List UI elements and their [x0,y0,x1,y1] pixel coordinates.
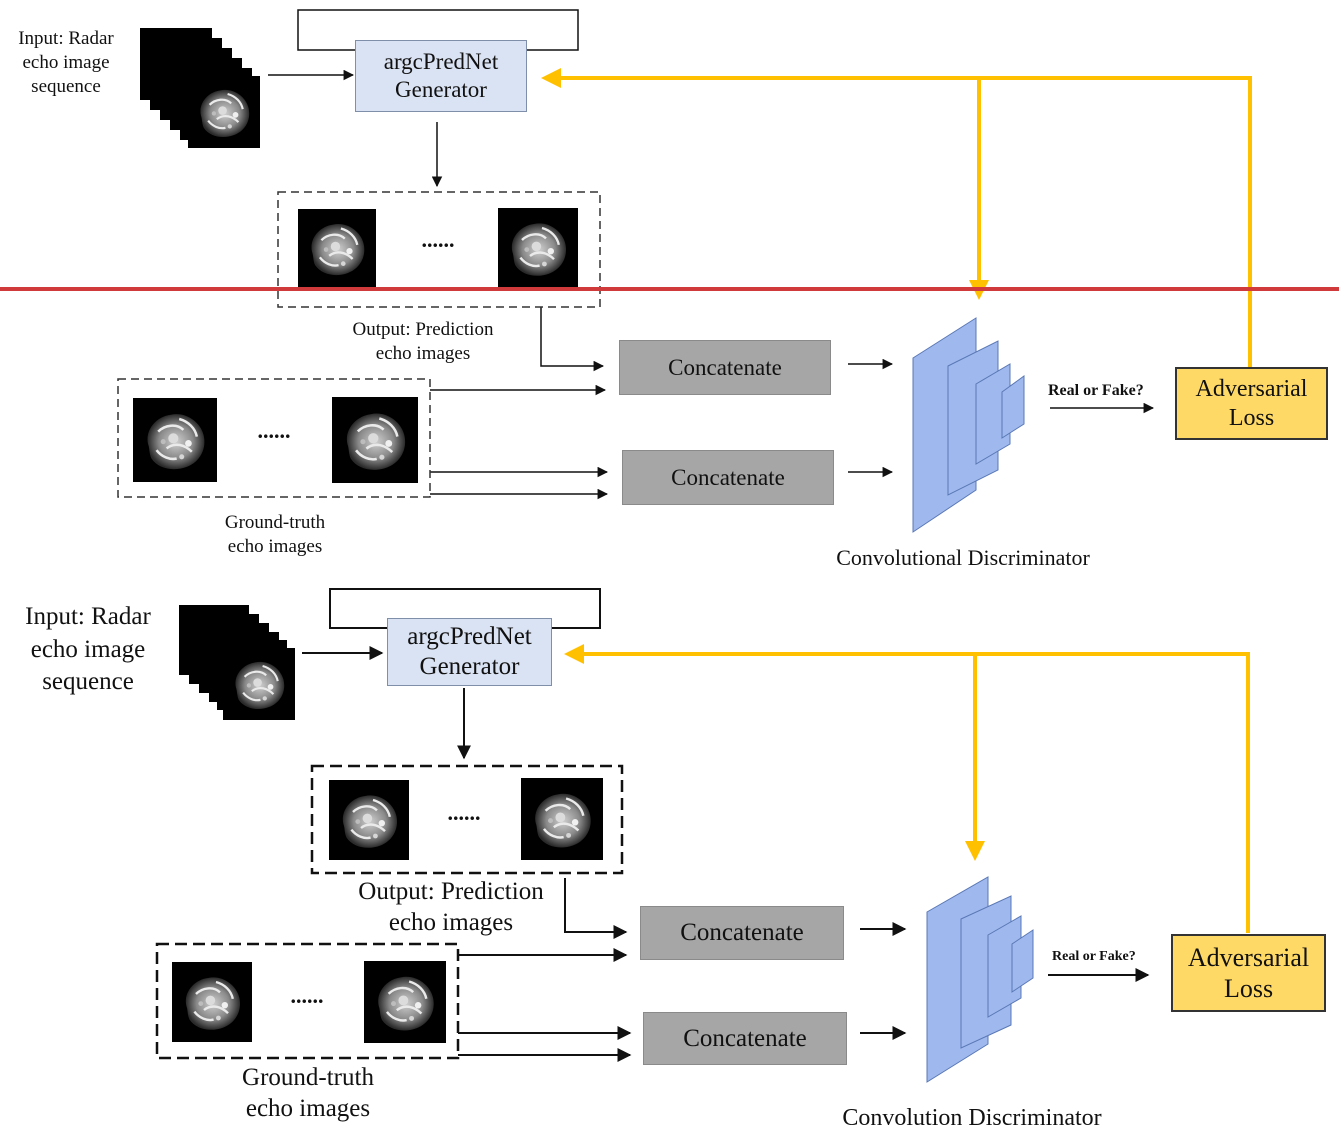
bottom-input-stack [178,605,295,720]
bottom-concatenate-box-1: Concatenate [640,906,844,960]
bottom-adversarial-loss-box: Adversarial Loss [1171,934,1326,1012]
bottom-output-ellipsis: ...... [447,800,481,825]
top-discriminator-label: Convolutional Discriminator [836,545,1090,570]
top-ground-truth-frame [117,378,431,498]
top-ground-truth-label: Ground-truth echo images [224,512,326,557]
top-feedback-path [541,68,1252,370]
bottom-connectors [302,588,1150,1062]
bottom-feedback-path [564,644,1250,933]
bottom-real-or-fake-label: Real or Fake? [1052,949,1136,964]
top-ground-truth-ellipsis: ...... [257,418,291,443]
top-generator-box: argcPredNet Generator [355,40,527,112]
top-output-frame [277,191,601,308]
bottom-discriminator-layers [926,876,1034,1083]
bottom-ground-truth-frame [155,942,460,1060]
bottom-discriminator-label: Convolution Discriminator [842,1105,1102,1131]
top-real-or-fake-label: Real or Fake? [1048,382,1144,399]
bottom-concatenate-box-2: Concatenate [643,1012,847,1065]
top-adversarial-loss-box: Adversarial Loss [1175,367,1328,440]
top-discriminator-layers [912,317,1025,533]
top-output-ellipsis: ...... [421,227,455,252]
bottom-output-frame [310,764,624,875]
bottom-generator-box: argcPredNet Generator [387,618,552,686]
top-input-stack [140,28,260,148]
top-concatenate-box-2: Concatenate [622,450,834,505]
top-output-label: Output: Prediction echo images [352,319,494,364]
bottom-input-label: Input: Radar echo image sequence [25,603,151,695]
top-connectors [268,9,1155,500]
bottom-ground-truth-ellipsis: ...... [290,983,324,1008]
bottom-output-label: Output: Prediction echo images [358,878,544,937]
top-input-label: Input: Radar echo image sequence [18,28,114,97]
bottom-ground-truth-label: Ground-truth echo images [242,1064,374,1123]
top-concatenate-box-1: Concatenate [619,340,831,395]
